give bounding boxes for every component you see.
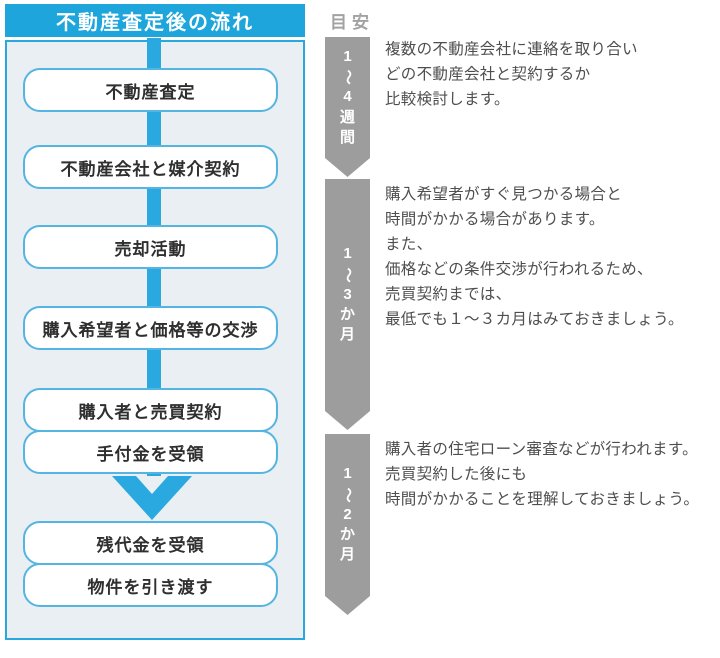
flow-step-brokerage-contract: 不動産会社と媒介契約 [23, 145, 278, 189]
flow-step-appraisal: 不動産査定 [23, 68, 278, 112]
phase3-description: 購入者の住宅ローン審査などが行われます。 売買契約した後にも 時間がかかることを… [385, 441, 700, 508]
flow-step-sales-activity: 売却活動 [23, 225, 278, 269]
flow-panel-title: 不動産査定後の流れ [5, 4, 305, 37]
flow-step-receive-deposit: 手付金を受領 [23, 430, 278, 474]
down-arrow-icon [112, 476, 192, 520]
flow-step-receive-balance: 残代金を受領 [23, 521, 278, 565]
flow-step-sales-contract: 購入者と売買契約 [23, 388, 278, 432]
phase2-description: 購入希望者がすぐ見つかる場合と 時間がかかる場合があります。 また、 価格などの… [385, 186, 684, 328]
flow-step-price-negotiation: 購入希望者と価格等の交渉 [23, 306, 278, 350]
timeline-heading: 目安 [330, 13, 374, 32]
flow-step-handover: 物件を引き渡す [23, 563, 278, 607]
phase1-description: 複数の不動産会社に連絡を取り合い どの不動産会社と契約するか 比較検討します。 [385, 41, 638, 108]
